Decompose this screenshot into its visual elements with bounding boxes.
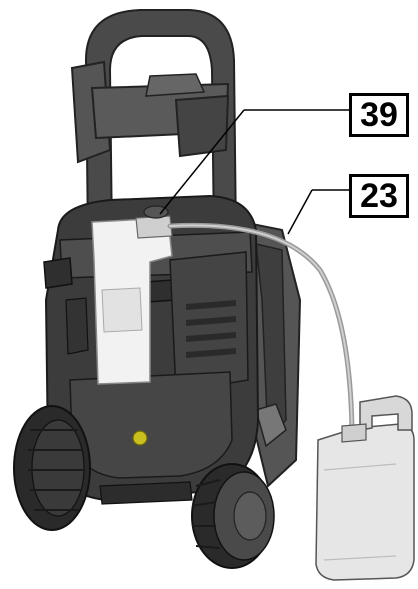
leader-line-23-diagonal xyxy=(287,189,313,235)
leader-line-39-diagonal xyxy=(159,109,245,215)
detergent-tank xyxy=(91,205,173,385)
callout-number: 39 xyxy=(360,95,398,134)
yellow-knob xyxy=(132,430,148,446)
callout-number: 23 xyxy=(360,176,398,215)
detergent-bottle xyxy=(315,395,415,581)
left-wheel xyxy=(13,405,91,531)
callout-label-23: 23 xyxy=(349,174,409,218)
callout-label-39: 39 xyxy=(349,93,409,137)
right-wheel xyxy=(191,463,275,569)
